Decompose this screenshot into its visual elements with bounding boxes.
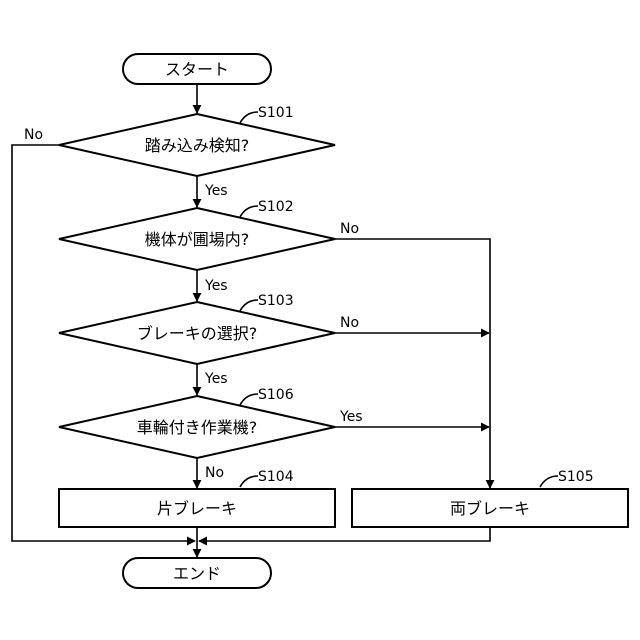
branch-q1-no: No [24, 127, 43, 143]
step-q2-leader [240, 206, 258, 217]
branch-q4-no: No [205, 465, 224, 481]
step-q3-leader [240, 300, 258, 311]
branch-q1-yes: Yes [204, 183, 228, 199]
step-q2-label: S102 [258, 199, 294, 215]
branch-q2-no: No [340, 221, 359, 237]
step-one-brake-leader [240, 476, 258, 487]
end-label: エンド [173, 564, 221, 583]
step-q1-leader [240, 112, 258, 123]
step-q1-label: S101 [258, 105, 294, 121]
step-both-brakes-leader [540, 476, 558, 487]
decision-q3-label: ブレーキの選択? [137, 324, 258, 343]
step-one-brake-label: S104 [258, 469, 294, 485]
branch-q2-yes: Yes [204, 278, 228, 294]
start-label: スタート [165, 60, 229, 79]
decision-q4-label: 車輪付き作業機? [137, 418, 258, 437]
step-q4-leader [240, 394, 258, 405]
edge-both-brakes-end [199, 527, 490, 541]
decision-q2-label: 機体が圃場内? [145, 230, 250, 249]
decision-q1-label: 踏み込み検知? [145, 136, 250, 155]
branch-q3-no: No [340, 315, 359, 331]
step-q4-label: S106 [258, 387, 294, 403]
branch-q4-yes: Yes [339, 409, 363, 425]
process-both-brakes-label: 両ブレーキ [450, 499, 530, 518]
process-one-brake-label: 片ブレーキ [157, 499, 237, 518]
edge-q2-no [335, 239, 490, 488]
step-both-brakes-label: S105 [558, 469, 594, 485]
step-q3-label: S103 [258, 293, 294, 309]
branch-q3-yes: Yes [204, 371, 228, 387]
